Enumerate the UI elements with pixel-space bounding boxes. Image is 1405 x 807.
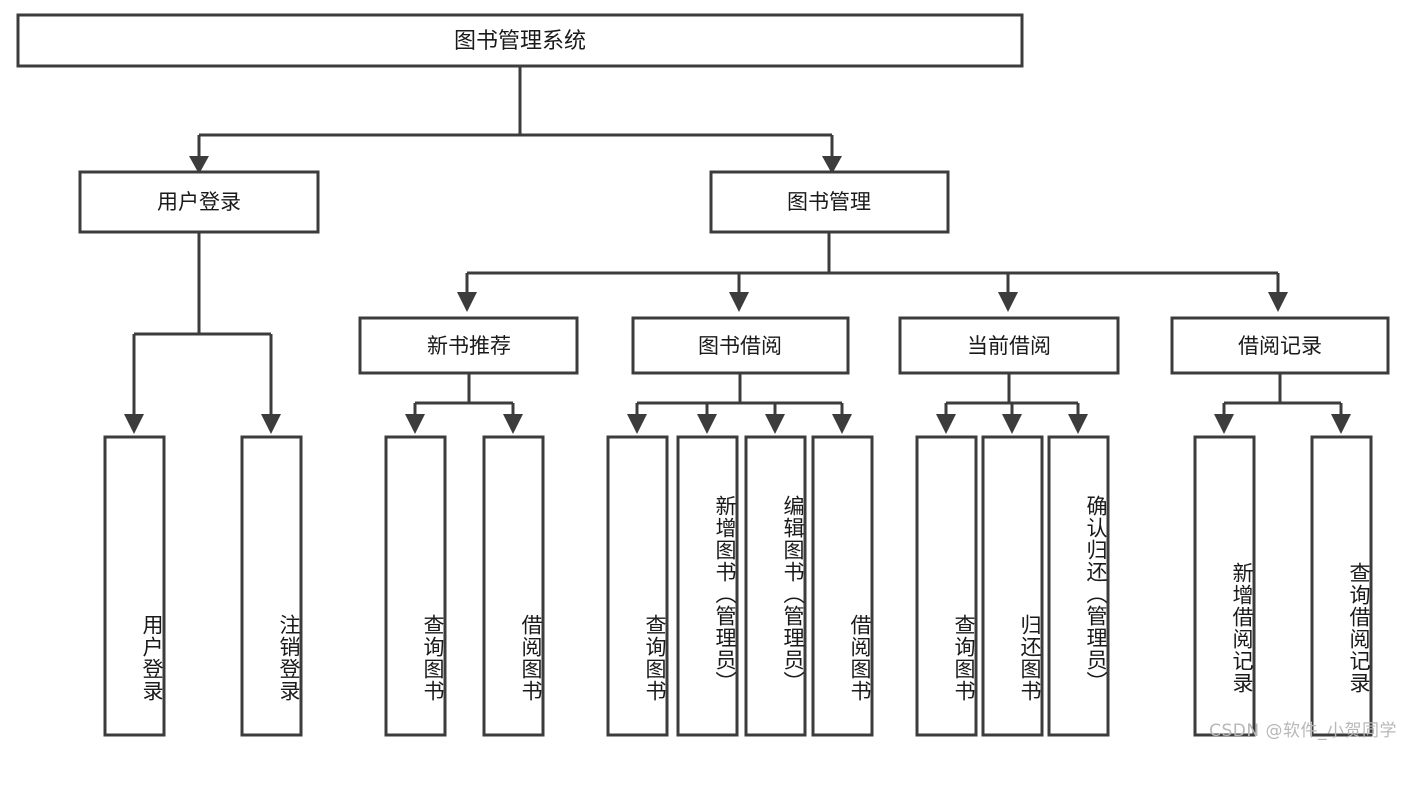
node-book-manage[interactable]: [709, 170, 950, 234]
node-leaf-add-record[interactable]: [1193, 435, 1256, 737]
arrowhead-leaf-query-book-2: [627, 414, 647, 434]
node-book-borrow-label: 图书借阅: [698, 334, 782, 358]
connector-borrow-record-split: [1222, 373, 1343, 418]
arrowhead-leaf-edit-book: [765, 414, 785, 434]
arrowhead-current-borrow: [998, 292, 1018, 312]
arrowhead-leaf-user-login: [124, 414, 144, 434]
node-new-book-rec-label: 新书推荐: [427, 334, 511, 358]
node-leaf-query-book-2[interactable]: [606, 435, 669, 737]
node-leaf-confirm-return[interactable]: [1047, 435, 1110, 737]
arrowhead-borrow-record: [1268, 292, 1288, 312]
arrowhead-leaf-confirm-return: [1068, 414, 1088, 434]
node-leaf-logout-login[interactable]: [240, 435, 303, 737]
arrowhead-leaf-borrow-book-2: [832, 414, 852, 434]
arrowhead-book-manage: [822, 156, 842, 174]
node-leaf-return-book[interactable]: [981, 435, 1044, 737]
node-leaf-query-book-3[interactable]: [915, 435, 978, 737]
arrowhead-leaf-add-record: [1214, 414, 1234, 434]
diagram-canvas: 图书管理系统 用户登录 图书管理 新书推荐 图书借阅 当前借阅 借阅记录: [16, 13, 1397, 741]
node-current-borrow-label: 当前借阅: [967, 334, 1051, 358]
node-leaf-user-login[interactable]: [103, 435, 166, 737]
node-leaf-add-book[interactable]: [676, 435, 739, 737]
connector-book-borrow-split: [635, 373, 844, 418]
arrowhead-leaf-query-book-3: [936, 414, 956, 434]
connector-root-split: [197, 66, 834, 160]
node-leaf-query-book-1[interactable]: [384, 435, 447, 737]
node-book-borrow[interactable]: [631, 316, 850, 375]
arrowhead-leaf-logout-login: [261, 414, 281, 434]
connector-user-login-split: [132, 232, 273, 418]
node-new-book-rec[interactable]: [358, 316, 579, 375]
node-leaf-borrow-book-2[interactable]: [811, 435, 874, 737]
arrowhead-book-borrow: [729, 292, 749, 312]
node-user-login[interactable]: [78, 170, 320, 234]
connector-current-borrow-split: [944, 373, 1080, 418]
node-leaf-query-record[interactable]: [1310, 435, 1373, 737]
node-borrow-record-label: 借阅记录: [1238, 334, 1322, 358]
node-user-login-label: 用户登录: [157, 190, 241, 214]
arrowhead-leaf-query-book-1: [405, 414, 425, 434]
arrowhead-leaf-add-book: [697, 414, 717, 434]
arrowhead-leaf-return-book: [1002, 414, 1022, 434]
node-book-manage-label: 图书管理: [787, 190, 871, 214]
node-leaf-borrow-book-1[interactable]: [482, 435, 545, 737]
arrowhead-leaf-query-record: [1331, 414, 1351, 434]
csdn-watermark: CSDN @软件_小贺同学: [1209, 721, 1397, 741]
connector-book-manage-split: [465, 232, 1280, 296]
node-leaf-edit-book[interactable]: [744, 435, 807, 737]
arrowhead-new-book-rec: [457, 292, 477, 312]
node-root-label: 图书管理系统: [454, 29, 586, 54]
arrowhead-leaf-borrow-book-1: [503, 414, 523, 434]
node-borrow-record[interactable]: [1170, 316, 1390, 375]
connector-new-book-rec-split: [413, 373, 515, 418]
arrowhead-user-login: [189, 156, 209, 174]
flowchart-svg: 图书管理系统 用户登录 图书管理 新书推荐 图书借阅 当前借阅 借阅记录: [16, 13, 1390, 737]
node-current-borrow[interactable]: [898, 316, 1120, 375]
node-root[interactable]: [16, 13, 1024, 68]
